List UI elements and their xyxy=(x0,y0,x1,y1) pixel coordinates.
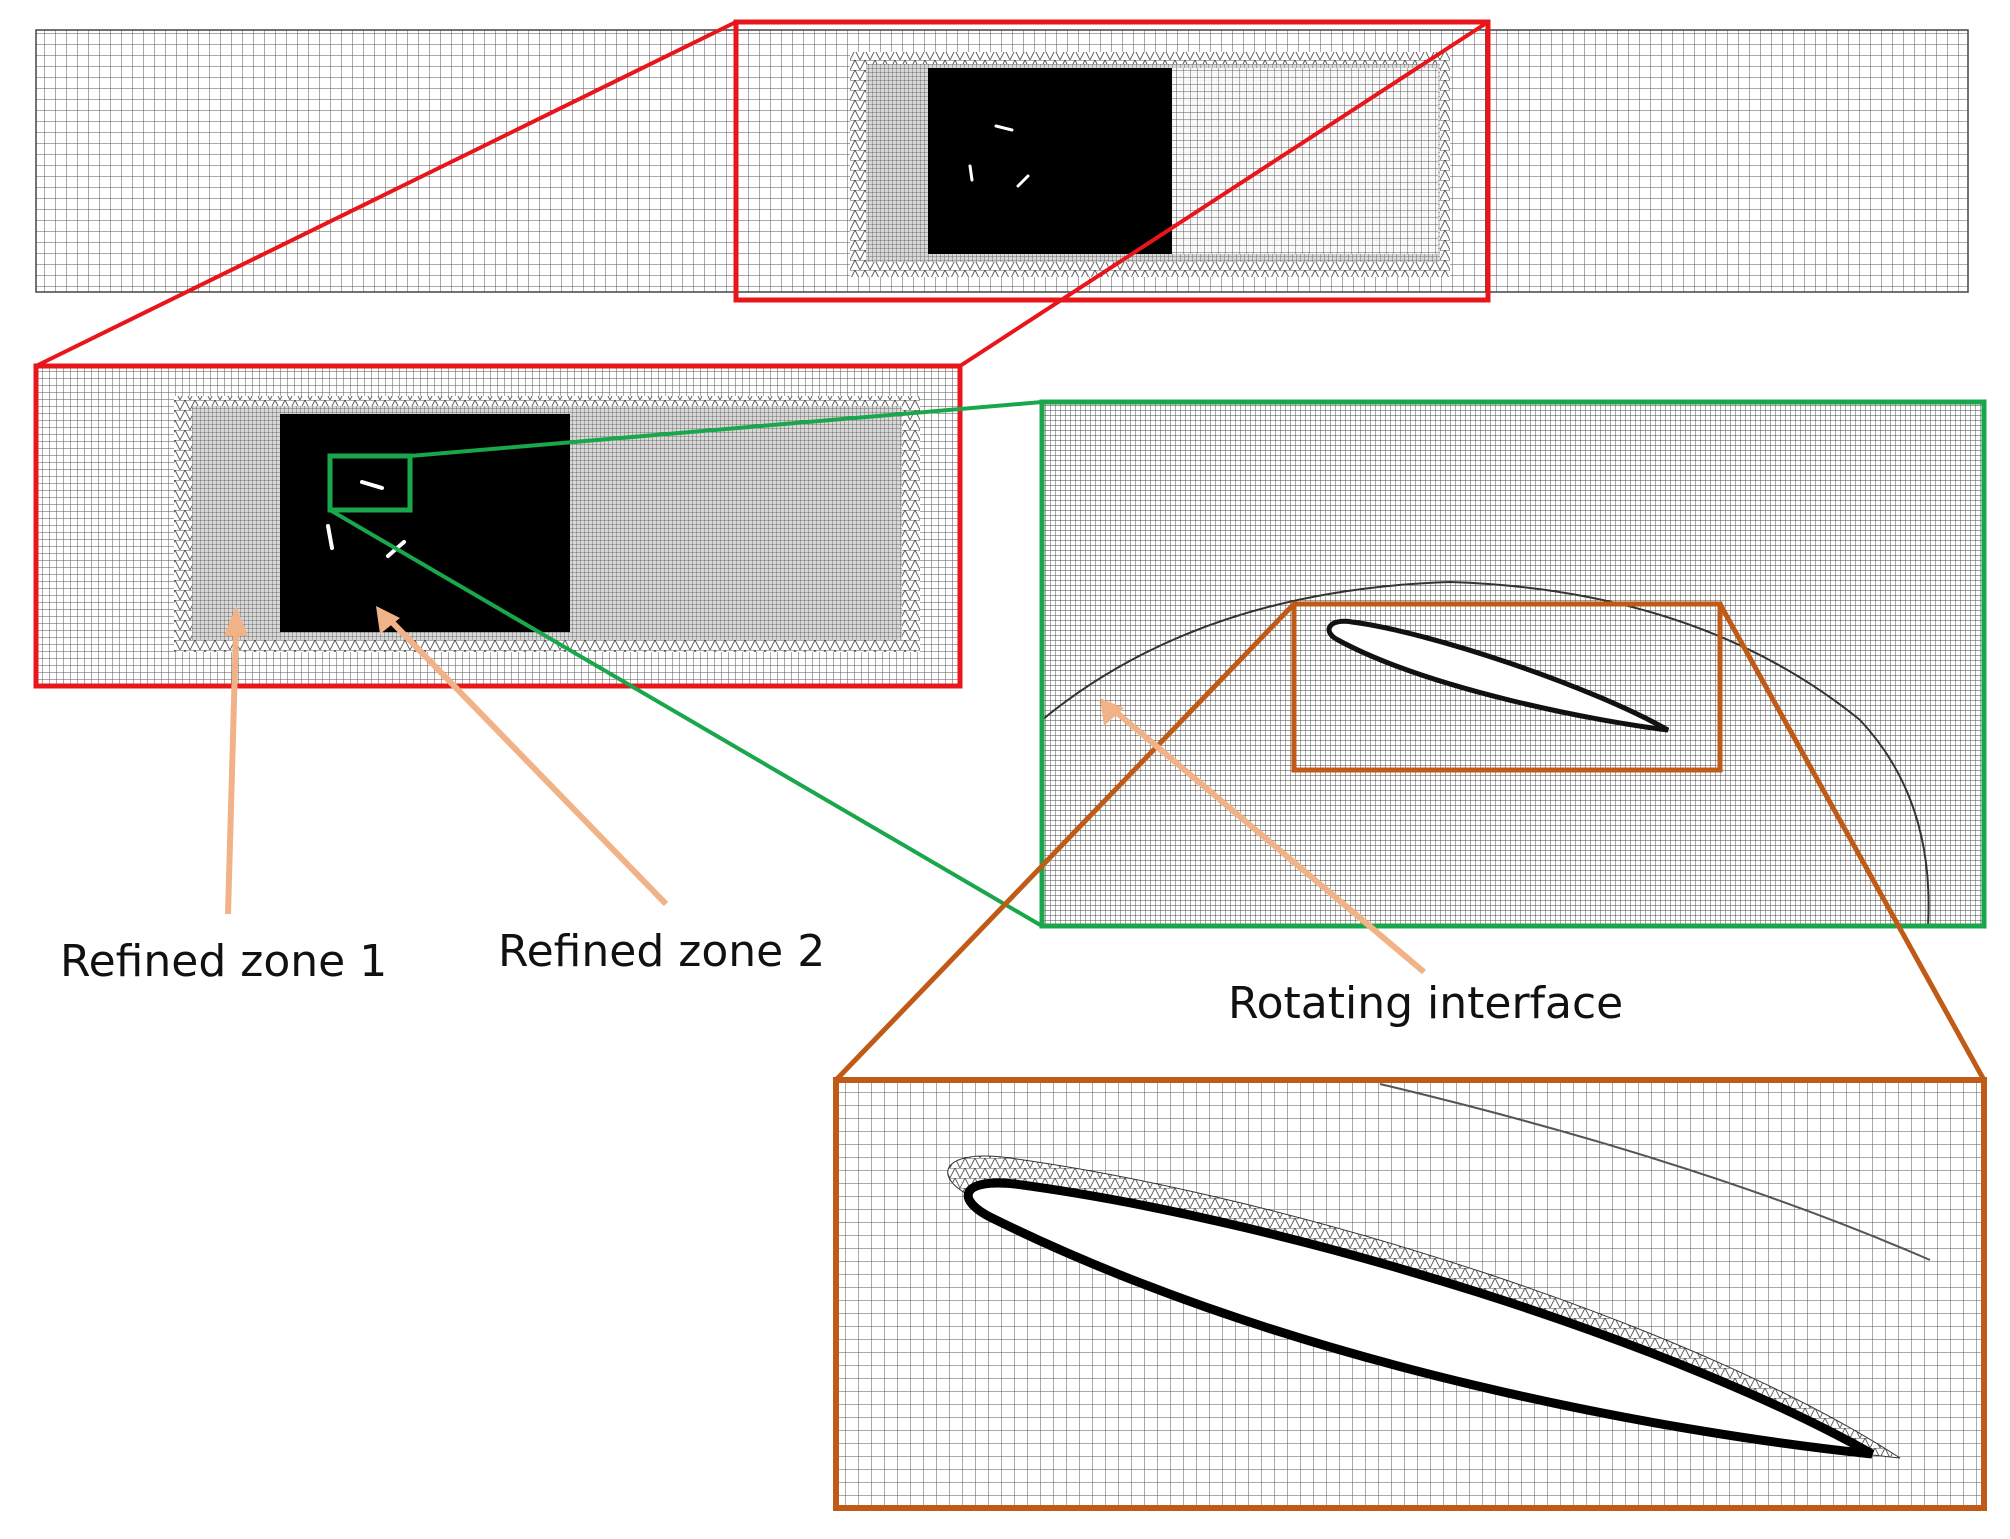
green-connector-lines xyxy=(328,400,1044,928)
green-zoom-frame xyxy=(1039,399,1987,929)
blade-airfoil xyxy=(1326,618,1670,733)
blade-zoom-panel xyxy=(1039,399,1987,929)
secondary-interface-arc xyxy=(1379,1083,1931,1261)
domain-overview-panel xyxy=(35,19,1969,303)
green-zoom-frame-source xyxy=(327,453,413,513)
label-refined-zone-1: Refined zone 1 xyxy=(60,936,387,987)
arrow-refined-zone-2 xyxy=(376,606,669,907)
black-dense-zone xyxy=(928,68,1172,254)
refinement-zoom-panel xyxy=(33,363,963,689)
refined-zone-2-area xyxy=(280,414,570,632)
annotation-arrows xyxy=(224,606,1426,975)
rotor-blades-small xyxy=(968,124,1030,188)
medium-mesh-zone xyxy=(1172,68,1438,254)
red-zoom-frame-source xyxy=(733,19,1491,303)
orange-zoom-frame xyxy=(833,1077,1987,1511)
label-refined-zone-2: Refined zone 2 xyxy=(498,926,825,977)
arrow-rotating-interface xyxy=(1100,698,1426,975)
arrow-refined-zone-1 xyxy=(224,606,248,915)
orange-connector-lines xyxy=(834,602,1987,1082)
airfoil-boundary-layer xyxy=(963,1178,1875,1459)
label-rotating-interface: Rotating interface xyxy=(1228,978,1623,1029)
orange-zoom-frame-source xyxy=(1291,601,1723,773)
red-zoom-frame xyxy=(33,363,963,689)
boundary-layer-zoom-panel xyxy=(833,1077,1987,1511)
red-connector-lines xyxy=(35,20,1490,368)
